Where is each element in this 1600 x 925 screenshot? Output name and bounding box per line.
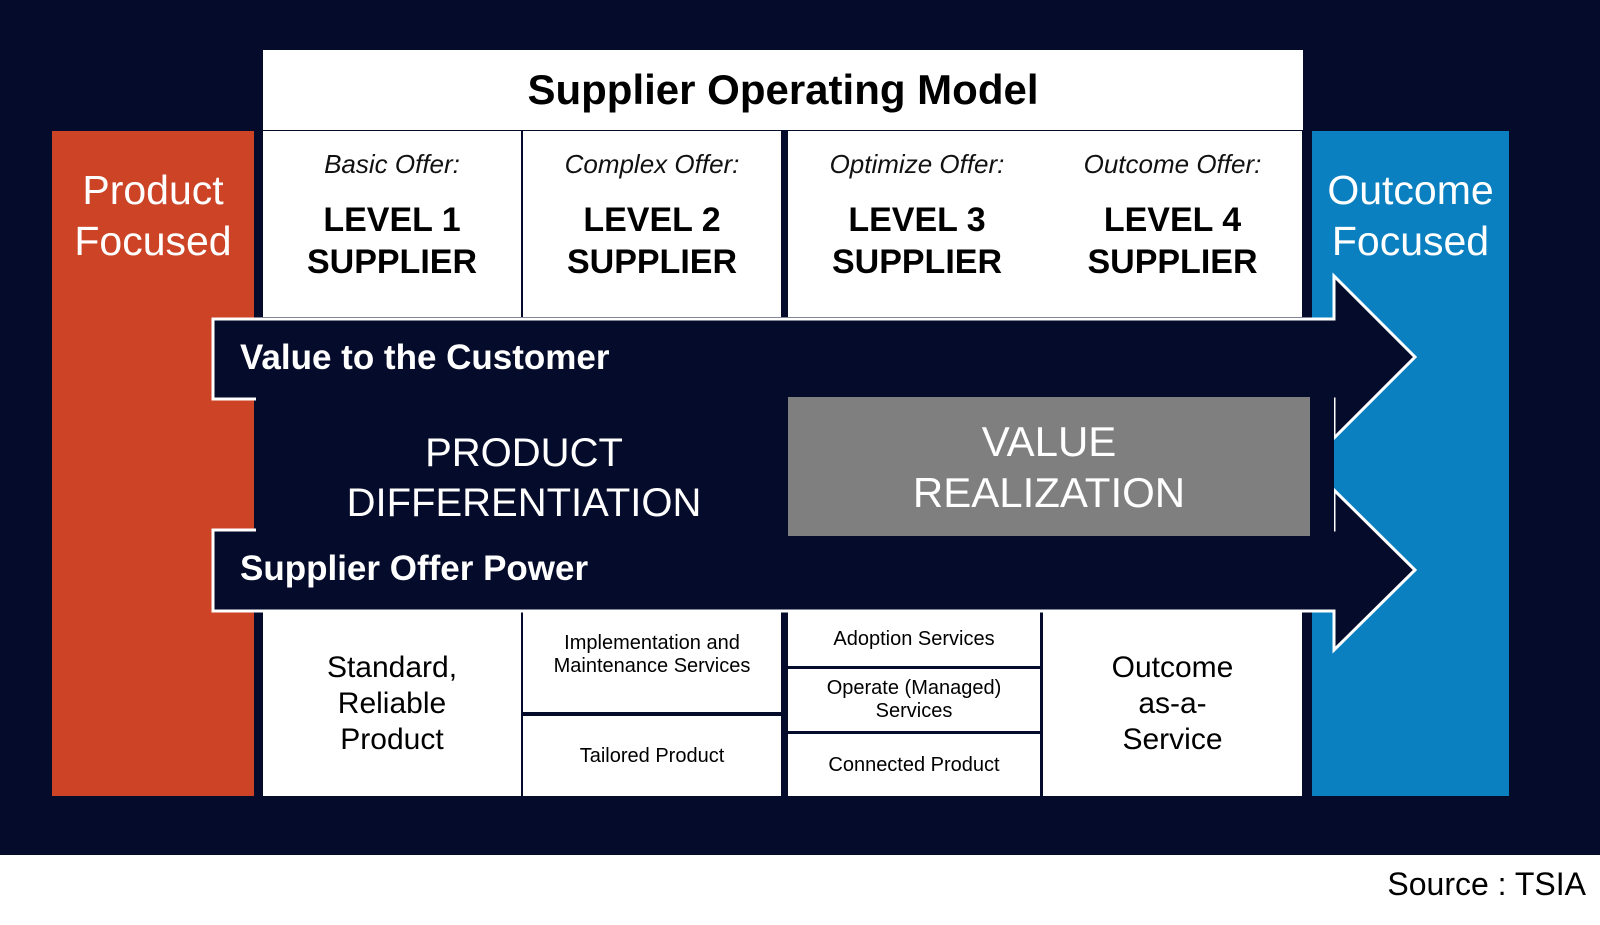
product-focused-line2: Focused: [74, 218, 232, 264]
value-realization-line2: REALIZATION: [912, 468, 1186, 516]
level-1-offering-line1: Standard,: [326, 651, 458, 684]
level-1-offer: Basic Offer:: [324, 149, 460, 179]
level-4-supplier: SUPPLIER: [1087, 243, 1258, 281]
outcome-focused-line1: Outcome: [1327, 167, 1494, 213]
level-4-offer: Outcome Offer:: [1083, 149, 1262, 179]
level-4-offering-line1: Outcome: [1111, 651, 1234, 684]
outcome-focused-column: Outcome Focused: [1312, 131, 1509, 796]
level-1-offering: Standard, Reliable Product: [263, 612, 521, 796]
level-3-offer: Optimize Offer:: [829, 149, 1005, 179]
outcome-focused-line2: Focused: [1331, 218, 1490, 264]
product-differentiation-line1: PRODUCT: [425, 431, 623, 475]
level-2-level: LEVEL 2: [583, 201, 721, 239]
product-focused-line1: Product: [82, 167, 224, 213]
level-4-offering-line3: Service: [1122, 723, 1223, 756]
level-4-offering-line2: as-a-: [1138, 687, 1207, 720]
operate-managed-services-cell: Operate (Managed) Services: [788, 669, 1040, 731]
level-2-supplier: SUPPLIER: [566, 243, 738, 281]
level-4-offering: Outcome as-a- Service: [1043, 612, 1302, 796]
level-1-offering-line3: Product: [340, 723, 444, 756]
level-2-title: LEVEL 2 SUPPLIER: [567, 199, 737, 283]
connected-product-cell: Connected Product: [788, 734, 1040, 796]
level-1-title: LEVEL 1 SUPPLIER: [307, 199, 477, 283]
source-caption: Source : TSIA: [1387, 866, 1586, 902]
level-1-header: Basic Offer: LEVEL 1 SUPPLIER: [263, 131, 521, 317]
level-1-level: LEVEL 1: [323, 201, 461, 239]
product-focused-column: Product Focused: [52, 131, 254, 796]
level-2-offer: Complex Offer:: [564, 149, 740, 179]
level-4-level: LEVEL 4: [1103, 201, 1242, 239]
level-1-offering-line2: Reliable: [337, 687, 447, 720]
value-realization-box: VALUE REALIZATION: [788, 397, 1310, 536]
level-3-title: LEVEL 3 SUPPLIER: [832, 199, 1002, 283]
level-4-title: LEVEL 4 SUPPLIER: [1087, 199, 1257, 283]
diagram-title: Supplier Operating Model: [263, 50, 1303, 130]
value-realization-line1: VALUE: [981, 417, 1117, 465]
level-3-header: Optimize Offer: LEVEL 3 SUPPLIER: [788, 131, 1046, 317]
product-focused-label: Product Focused: [52, 165, 254, 267]
outcome-focused-label: Outcome Focused: [1312, 165, 1509, 267]
level-3-supplier: SUPPLIER: [831, 243, 1003, 281]
product-differentiation-line2: DIFFERENTIATION: [346, 481, 702, 525]
supplier-offer-power-label: Supplier Offer Power: [240, 549, 589, 588]
value-to-customer-label: Value to the Customer: [240, 338, 610, 377]
level-2-header: Complex Offer: LEVEL 2 SUPPLIER: [523, 131, 781, 317]
level-4-header: Outcome Offer: LEVEL 4 SUPPLIER: [1043, 131, 1302, 317]
product-differentiation-label: PRODUCT DIFFERENTIATION: [262, 408, 786, 548]
implementation-services-cell: Implementation and Maintenance Services: [523, 612, 781, 712]
level-1-supplier: SUPPLIER: [306, 243, 478, 281]
adoption-services-cell: Adoption Services: [788, 612, 1040, 666]
level-3-level: LEVEL 3: [848, 201, 986, 239]
tailored-product-cell: Tailored Product: [523, 716, 781, 796]
diagram-canvas: Product Focused Outcome Focused Supplier…: [0, 0, 1600, 855]
